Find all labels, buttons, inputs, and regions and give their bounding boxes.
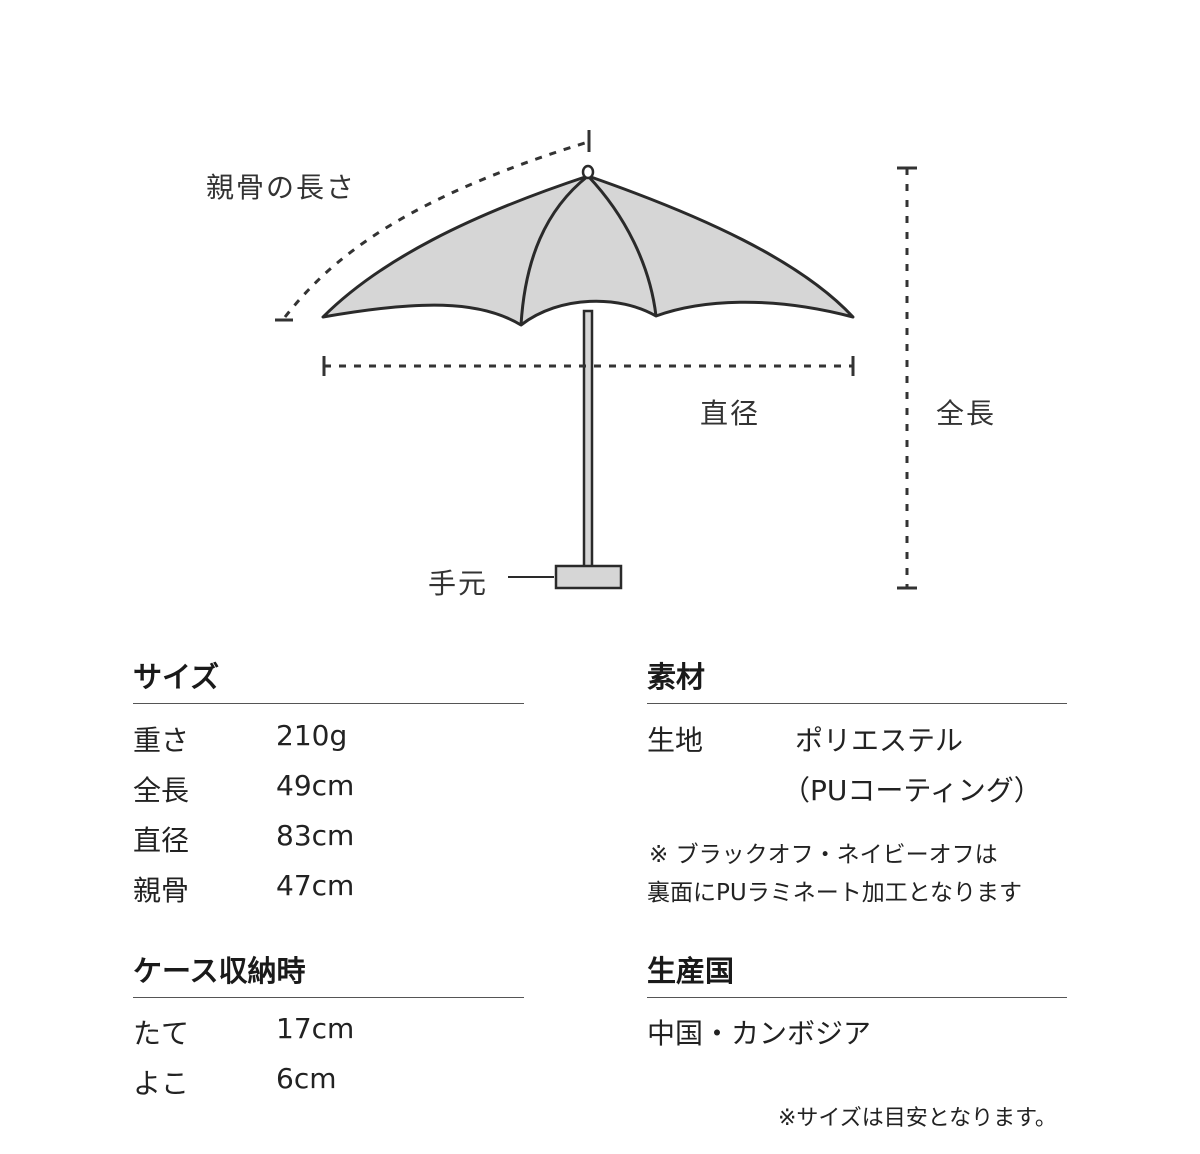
origin-section-divider: [647, 997, 1067, 998]
size-section-title: サイズ: [133, 660, 220, 694]
material-section-divider: [647, 703, 1067, 704]
total-length-label: 全長: [936, 397, 997, 430]
umbrella-handle: [554, 564, 623, 590]
handle-label: 手元: [428, 567, 489, 600]
size-row-key: 全長: [133, 774, 190, 807]
size-row-value: 49cm: [276, 769, 355, 802]
size-row-key: 重さ: [133, 724, 190, 757]
material-fabric-value-coating: （PUコーティング）: [782, 774, 1042, 807]
umbrella-rib-right: [586, 174, 658, 317]
origin-value: 中国・カンボジア: [647, 1017, 872, 1050]
size-row-key: 直径: [133, 824, 190, 857]
material-fabric-value: ポリエステル: [795, 724, 964, 757]
origin-section-title: 生産国: [647, 954, 735, 988]
material-note: ※ ブラックオフ・ネイビーオフは: [649, 842, 998, 868]
size-section-divider: [133, 703, 524, 704]
case-row-value: 6cm: [276, 1062, 337, 1095]
size-row-value: 210g: [276, 719, 348, 752]
umbrella-diagram: [275, 130, 917, 590]
umbrella-rib-left: [519, 174, 589, 326]
case-row-value: 17cm: [276, 1012, 355, 1045]
umbrella-tip: [581, 164, 595, 180]
case-row-key: よこ: [133, 1067, 190, 1100]
size-row-key: 親骨: [133, 874, 190, 907]
material-note: 裏面にPUラミネート加工となります: [647, 880, 1023, 906]
rib-length-label: 親骨の長さ: [206, 171, 357, 204]
size-footnote: ※サイズは目安となります。: [778, 1106, 1057, 1131]
material-fabric-key: 生地: [647, 724, 704, 757]
rib-length-dashed-line: [283, 140, 589, 318]
umbrella-canopy: [321, 174, 855, 327]
case-section-title: ケース収納時: [133, 954, 306, 988]
size-row-value: 83cm: [276, 819, 355, 852]
case-section-divider: [133, 997, 524, 998]
umbrella-shaft: [582, 309, 594, 570]
material-section-title: 素材: [647, 660, 706, 694]
case-row-key: たて: [133, 1017, 190, 1050]
size-row-value: 47cm: [276, 869, 355, 902]
diameter-label: 直径: [700, 397, 761, 430]
